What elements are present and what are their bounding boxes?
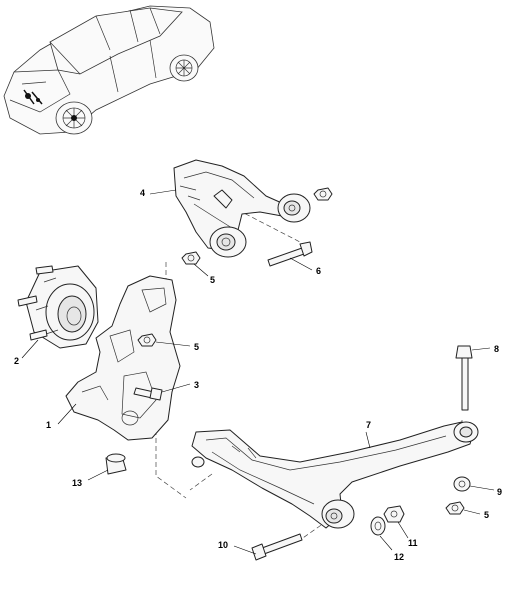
- callout-8: 8: [494, 344, 499, 354]
- knuckle-nut: [137, 333, 157, 347]
- washer-12: [370, 516, 386, 536]
- upper-arm-bolt: [267, 241, 313, 267]
- callout-11: 11: [408, 538, 418, 548]
- car-locator-illustration: [3, 5, 215, 135]
- callout-1: 1: [46, 420, 51, 430]
- callout-9: 9: [497, 487, 502, 497]
- hub-bearing-assembly: [17, 265, 99, 349]
- upper-arm-front-bush: [209, 226, 247, 258]
- callout-6: 6: [316, 266, 321, 276]
- callout-5-middle: 5: [194, 342, 199, 352]
- callout-3: 3: [194, 380, 199, 390]
- upper-arm-rear-bush: [277, 193, 311, 223]
- upper-control-arm: [173, 159, 311, 258]
- lower-arm-front-bolt: [251, 533, 303, 561]
- lower-control-arm: [191, 421, 479, 529]
- callout-10: 10: [218, 540, 228, 550]
- knuckle-bolt: [133, 387, 163, 401]
- lower-arm-front-bush: [321, 499, 355, 529]
- nut-11: [383, 505, 405, 523]
- callout-12: 12: [394, 552, 404, 562]
- upper-arm-nut-rear: [313, 187, 333, 201]
- rear-wheel-icon: [169, 54, 199, 82]
- callout-2: 2: [14, 356, 19, 366]
- bump-stop-13: [105, 453, 127, 475]
- callout-5-lower: 5: [484, 510, 489, 520]
- callout-5-upper: 5: [210, 275, 215, 285]
- lower-arm-rear-bolt: [455, 345, 473, 411]
- callout-labels: 1 2 3 4 5 5 5 6 7 8 9 10 11: [14, 188, 502, 562]
- washer-9: [453, 476, 471, 492]
- callout-7: 7: [366, 420, 371, 430]
- nut-5-lower: [445, 501, 465, 515]
- callout-13: 13: [72, 478, 82, 488]
- upper-arm-nut-front: [181, 251, 201, 265]
- steering-knuckle: [65, 275, 181, 441]
- callout-4: 4: [140, 188, 145, 198]
